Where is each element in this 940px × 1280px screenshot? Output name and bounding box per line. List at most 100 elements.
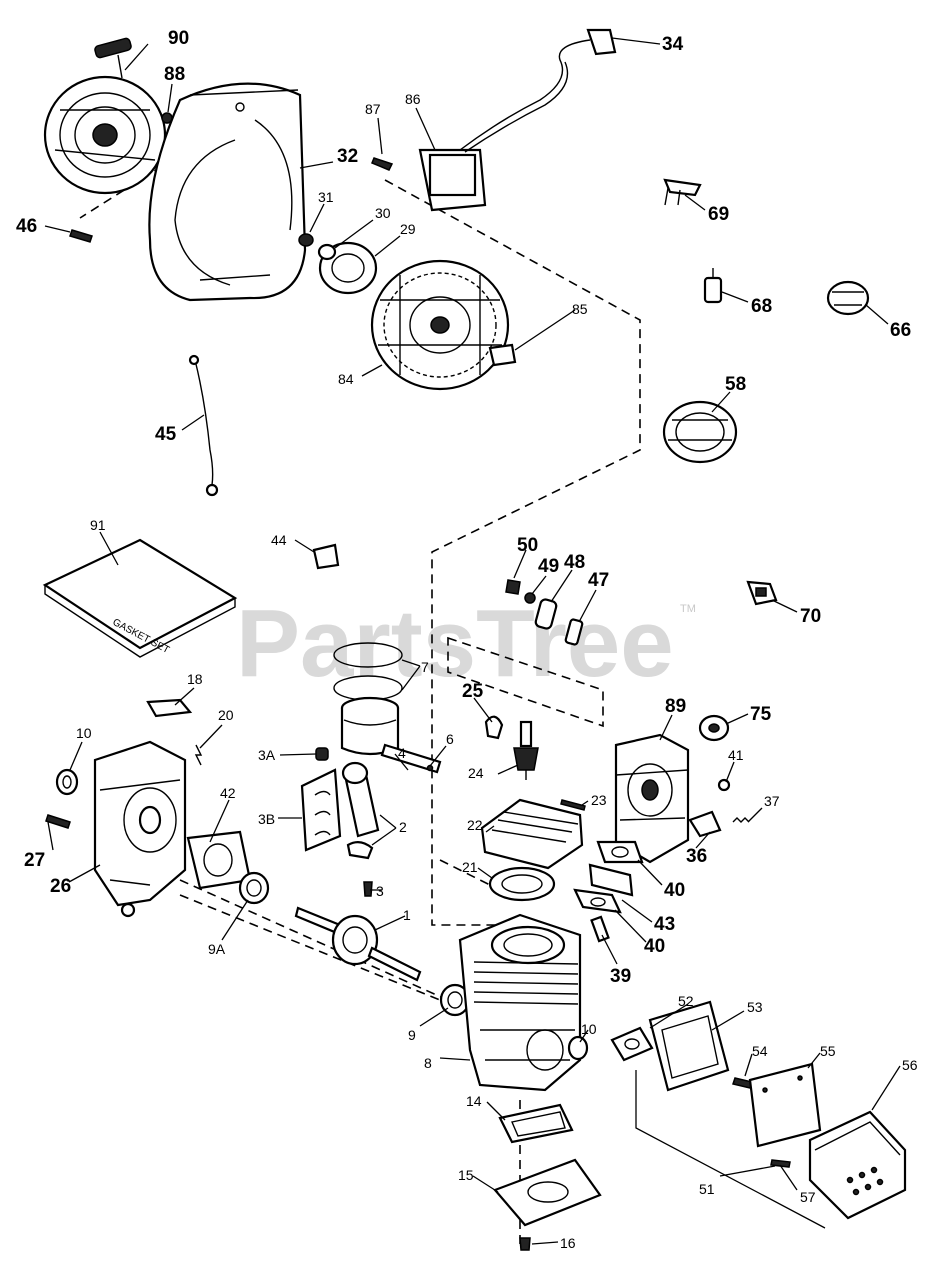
screw-50 (505, 579, 521, 595)
callout-36: 36 (686, 846, 707, 867)
connecting-rod-2 (341, 761, 380, 860)
gasket-48 (534, 598, 558, 630)
callout-6: 6 (446, 731, 454, 747)
callout-49: 49 (538, 556, 559, 577)
callout-20: 20 (218, 707, 234, 723)
leader-lines (44, 37, 901, 1245)
callout-88: 88 (164, 64, 185, 85)
callout-3A: 3A (258, 747, 276, 763)
callout-53: 53 (747, 999, 763, 1015)
callout-84: 84 (338, 371, 354, 387)
callout-30: 30 (375, 205, 391, 221)
lever-18 (146, 698, 193, 718)
key-70 (746, 580, 778, 606)
gasket-52 (610, 1026, 654, 1062)
callout-50: 50 (517, 535, 538, 556)
callout-labels: 90 88 34 87 86 32 46 31 30 29 69 68 66 8… (16, 28, 918, 1251)
callout-14: 14 (466, 1093, 482, 1109)
callout-8: 8 (424, 1055, 432, 1071)
callout-26: 26 (50, 876, 71, 897)
callout-56: 56 (902, 1057, 918, 1073)
spring-20 (194, 744, 203, 766)
callout-43: 43 (654, 914, 675, 935)
callout-39: 39 (610, 966, 631, 987)
watermark: PartsTree (236, 590, 674, 697)
blower-housing (148, 82, 307, 302)
callout-29: 29 (400, 221, 416, 237)
callout-1: 1 (403, 907, 411, 923)
callout-18: 18 (187, 671, 203, 687)
flywheel-84 (370, 259, 510, 391)
gasket-set-91: GASKET SET (42, 538, 238, 658)
callout-27: 27 (24, 850, 45, 871)
screw-3 (363, 881, 373, 897)
head-screw-23 (560, 799, 586, 811)
callout-57: 57 (800, 1189, 816, 1205)
ground-wire-45 (188, 354, 219, 497)
callout-47: 47 (588, 570, 609, 591)
clip-44 (312, 543, 340, 570)
callout-23: 23 (591, 792, 607, 808)
callout-66: 66 (890, 320, 911, 341)
screw-16 (519, 1237, 531, 1251)
callout-70: 70 (800, 606, 821, 627)
gasket-47 (564, 618, 584, 646)
callout-15: 15 (458, 1167, 474, 1183)
callout-10-right: 10 (581, 1021, 597, 1037)
gasket-40-lower (573, 888, 622, 914)
callout-40-upper: 40 (664, 880, 685, 901)
key-85 (488, 343, 517, 367)
bearing-9A (238, 871, 270, 905)
screw-41 (717, 778, 731, 792)
connector-68 (703, 268, 723, 304)
callout-32: 32 (337, 146, 358, 167)
callout-54: 54 (752, 1043, 768, 1059)
callout-4: 4 (398, 745, 406, 761)
cylinder-head-22 (480, 798, 584, 870)
callout-69: 69 (708, 204, 729, 225)
callout-48: 48 (564, 552, 585, 573)
callout-37: 37 (764, 793, 780, 809)
callout-75: 75 (750, 704, 772, 725)
callout-55: 55 (820, 1043, 836, 1059)
base-plate-15 (493, 1158, 602, 1227)
ignition-module (418, 39, 591, 212)
callout-2: 2 (399, 819, 407, 835)
gasket-14 (498, 1103, 574, 1144)
callout-16: 16 (560, 1235, 576, 1251)
callout-7: 7 (421, 659, 429, 675)
tube-39 (590, 915, 610, 943)
callout-42: 42 (220, 785, 236, 801)
callout-87: 87 (365, 101, 381, 117)
callout-31: 31 (318, 189, 334, 205)
callout-24: 24 (468, 765, 484, 781)
bowl-75 (698, 714, 730, 742)
screw-46 (69, 229, 93, 243)
piston-pin (380, 743, 442, 774)
callout-34: 34 (662, 34, 684, 55)
head-gasket-21 (488, 866, 556, 902)
callout-9A: 9A (208, 941, 226, 957)
muffler-cover-56 (808, 1110, 907, 1220)
muffler-bracket-line (635, 1070, 826, 1229)
gasket-42 (186, 830, 252, 890)
crank-dash-line-upper (179, 879, 471, 1011)
callout-58: 58 (725, 374, 746, 395)
valve-dash-box (447, 636, 604, 728)
callout-9: 9 (408, 1027, 416, 1043)
callout-44: 44 (271, 532, 287, 548)
seal-10-right (567, 1035, 589, 1061)
callout-41: 41 (728, 747, 744, 763)
retainer-6 (426, 764, 434, 772)
spring-37 (732, 817, 750, 823)
wire-clip-25 (484, 715, 504, 740)
callout-22: 22 (467, 817, 483, 833)
watermark-trademark: TM (680, 603, 696, 615)
bracket-69 (663, 178, 702, 206)
recoil-starter (43, 37, 167, 195)
callout-91: 91 (90, 517, 106, 533)
plate-55 (748, 1062, 822, 1148)
callout-40-lower: 40 (644, 936, 665, 957)
spark-plug-boot (586, 28, 617, 56)
muffler-body-53 (648, 1000, 730, 1092)
